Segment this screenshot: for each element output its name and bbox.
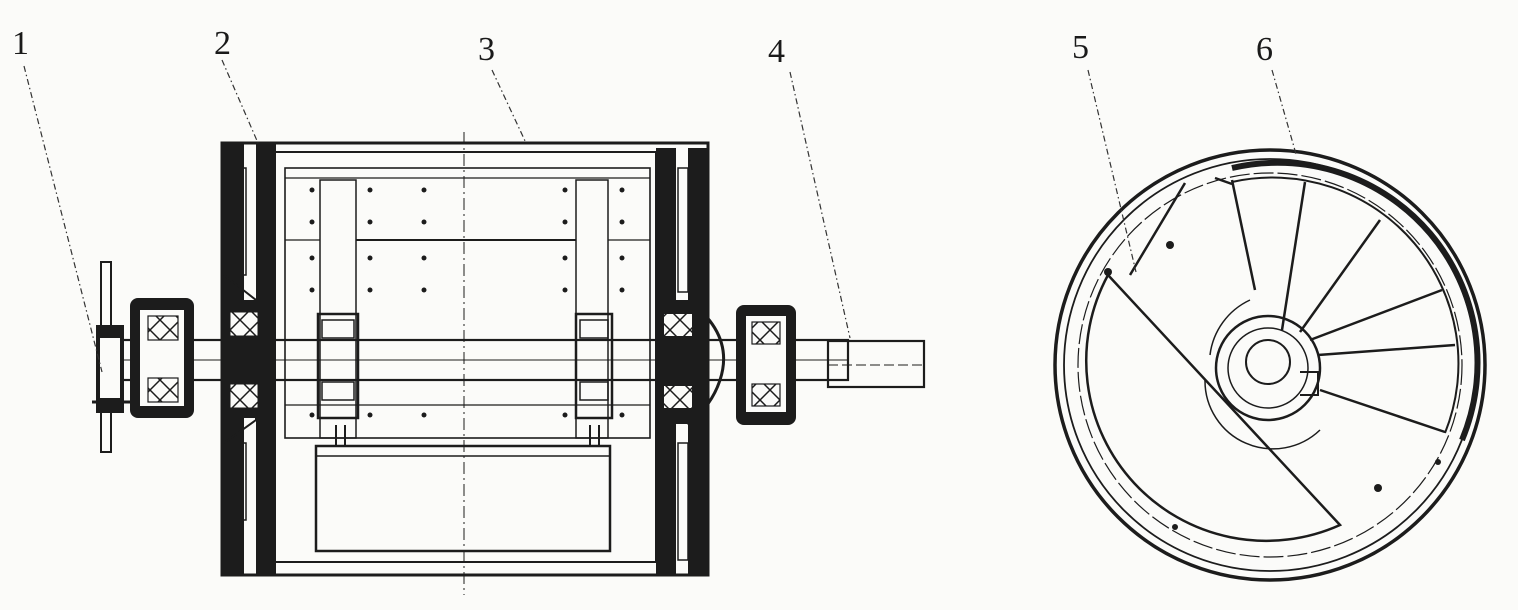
inner-bearing-left [316, 312, 360, 420]
leader-3 [491, 69, 527, 144]
bolt-dots [309, 187, 625, 418]
callout-4: 4 [768, 33, 785, 70]
drum-outer-circle [1053, 148, 1487, 582]
radial-plates [1128, 176, 1456, 434]
magnet-system [284, 167, 651, 439]
hub [1204, 299, 1322, 450]
magnetic-arc [1231, 159, 1481, 442]
end-view-bolts [1104, 241, 1441, 530]
callout-3: 3 [478, 31, 495, 68]
callout-2: 2 [214, 25, 231, 62]
leader-lines [23, 59, 1297, 373]
callout-labels: 1 2 3 4 5 6 [12, 25, 1273, 70]
outer-bearing-housing-left [130, 298, 194, 418]
drum-shell-inner [267, 151, 657, 563]
end-view [1053, 148, 1487, 582]
callout-1: 1 [12, 25, 29, 62]
drum-shell [220, 141, 710, 577]
flange-bearing-left [222, 300, 264, 418]
magnet-block [314, 425, 612, 553]
callout-6: 6 [1256, 31, 1273, 68]
leader-2 [221, 59, 259, 144]
leader-5 [1087, 69, 1137, 273]
flange-bearing-right [656, 300, 702, 424]
side-section-view [92, 132, 926, 595]
inner-bearing-right [574, 312, 614, 420]
leader-6 [1271, 69, 1297, 155]
outer-bearing-housing-right [736, 305, 796, 425]
leader-4 [789, 71, 851, 339]
drive-sprocket [92, 261, 132, 453]
leader-1 [23, 65, 103, 373]
callout-5: 5 [1072, 29, 1089, 66]
hatched-sector [1084, 272, 1343, 543]
